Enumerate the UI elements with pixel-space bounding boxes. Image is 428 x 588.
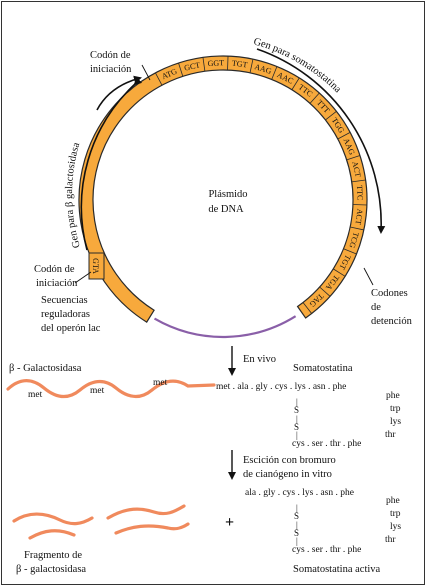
in-vitro-disulfide-bond-mid: | <box>296 520 298 530</box>
codon-separator <box>325 111 337 121</box>
codon-separator <box>319 286 331 297</box>
codon-separator <box>155 72 163 86</box>
in-vivo-disulfide-s1: S <box>294 405 299 415</box>
fragment-4 <box>114 522 190 535</box>
start-codon-box-left: GTA <box>88 252 105 280</box>
somatostatin-title: Somatostatina <box>293 363 353 374</box>
codon-label: GCT <box>183 60 201 72</box>
start-codon-small-label: GTA <box>91 258 100 274</box>
codon-label: TGT <box>231 59 248 70</box>
galactosidase-gene-arrow <box>80 76 143 251</box>
in-vivo-loop-1: phe <box>386 391 400 401</box>
in-vitro-loop-1: phe <box>386 496 400 506</box>
plasmid-center-label-1: Plásmido <box>208 189 247 200</box>
regulatory-label-2: reguladoras <box>41 309 90 320</box>
gene-band <box>78 55 368 323</box>
in-vitro-disulfide-bond-top: | <box>296 503 298 513</box>
in-vivo-disulfide-bond-mid: | <box>296 414 298 424</box>
stop-codons-pointer <box>363 267 374 286</box>
in-vivo-disulfide-bond-bottom: | <box>296 430 298 440</box>
somatostatin-gene-arrow <box>256 48 386 234</box>
in-vitro-chain-top: ala . gly . cys . lys . asn . phe <box>245 488 354 498</box>
start-codon-left-label-2: iniciación <box>36 278 78 289</box>
beta-galactosidase-label: β - Galactosidasa <box>9 363 82 374</box>
plus-sign: + <box>225 514 234 531</box>
fragment-3 <box>106 504 186 520</box>
start-codon-left-pointer <box>74 271 92 284</box>
plasmid-center-label-2: de DNA <box>208 204 244 215</box>
stop-codons-label-1: Codones <box>371 288 408 299</box>
in-vivo-loop-3: lys <box>390 417 401 427</box>
codon-label: ACT <box>350 160 362 178</box>
in-vitro-label-1: Escición con bromuro <box>243 455 336 466</box>
in-vitro-chain-bottom: cys . ser . thr . phe <box>292 545 361 555</box>
in-vivo-chain-top: met . ala . gly . cys . lys . asn . phe <box>216 382 346 392</box>
plasmid-ring <box>153 315 297 339</box>
codon-separator <box>346 155 361 161</box>
active-somatostatin-label: Somatostatina activa <box>293 564 381 575</box>
met-label-3: met <box>153 378 168 388</box>
start-codon-top-pointer <box>141 64 151 81</box>
fragment-1 <box>12 512 94 526</box>
orange-gene-band <box>78 55 368 323</box>
regulatory-label-1: Secuencias <box>41 295 88 306</box>
in-vivo-disulfide-bond-top: | <box>296 397 298 407</box>
in-vitro-loop-4: thr <box>385 535 396 545</box>
in-vivo-chain-bottom: cys . ser . thr . phe <box>292 439 361 449</box>
in-vitro-loop-2: trp <box>390 509 401 519</box>
codon-separator <box>343 248 357 255</box>
codon-separator <box>249 59 254 73</box>
in-vitro-label-2: de cianógeno in vitro <box>243 469 332 480</box>
in-vitro-disulfide-s2: S <box>294 528 299 538</box>
codon-separator <box>291 77 300 90</box>
in-vitro-disulfide-bond-bottom: | <box>296 536 298 546</box>
fragment-label-1: Fragmento de <box>24 550 82 561</box>
codon-separator <box>202 57 206 72</box>
codon-label: ACT <box>354 208 365 225</box>
codon-separator <box>302 302 312 314</box>
in-vitro-loop-3: lys <box>390 522 401 532</box>
start-codon-top-label-1: Codón de <box>90 50 131 61</box>
codon-label: GGT <box>207 58 224 68</box>
start-codon-left-label-1: Codón de <box>34 264 75 275</box>
stop-codons-label-2: de <box>371 302 381 313</box>
codon-separator <box>351 179 366 183</box>
start-codon-top-label-2: iniciación <box>90 64 132 75</box>
met-label-1: met <box>28 390 43 400</box>
codon-separator <box>178 62 184 77</box>
codon-separator <box>271 66 278 80</box>
in-vitro-disulfide-s1: S <box>294 511 299 521</box>
codon-label: TTC <box>355 185 365 201</box>
codon-separator <box>309 92 320 104</box>
regulatory-label-3: del operón lac <box>41 323 101 334</box>
stop-codons-label-3: detención <box>371 316 413 327</box>
fragment-label-2: β - galactosidasa <box>16 564 86 575</box>
top-start-arrow <box>96 75 142 111</box>
fragment-2 <box>28 529 76 540</box>
codon-separator <box>337 132 351 140</box>
in-vivo-loop-4: thr <box>385 430 396 440</box>
plasmid-backbone <box>153 315 297 339</box>
in-vivo-disulfide-s2: S <box>294 422 299 432</box>
in-vivo-label: En vivo <box>243 354 276 365</box>
beta-galactosidase-chain <box>6 379 216 399</box>
codon-separator <box>333 268 346 277</box>
in-vivo-loop-2: trp <box>390 404 401 414</box>
met-label-2: met <box>90 386 105 396</box>
codon-separator <box>350 226 364 231</box>
